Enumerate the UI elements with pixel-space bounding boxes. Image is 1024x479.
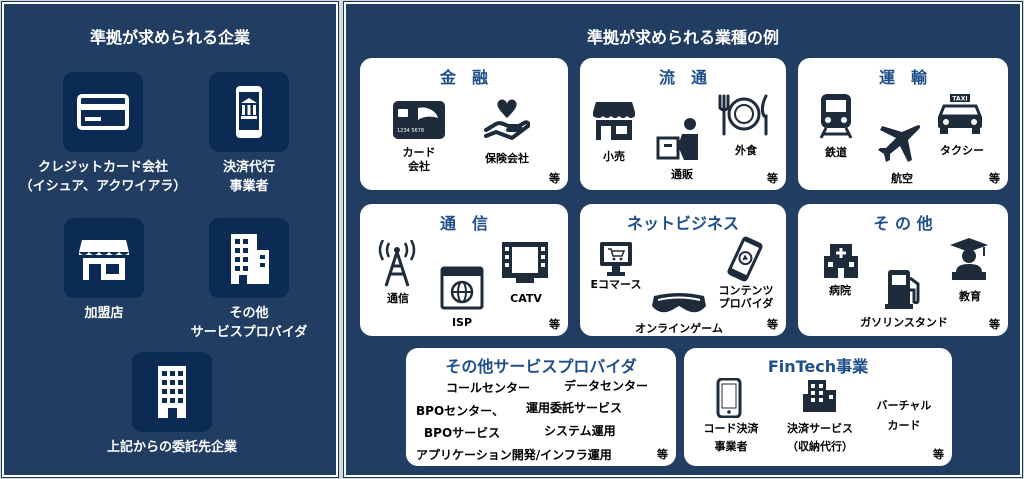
etc-label: 等 (767, 318, 778, 331)
entity-other-service-provider: その他 サービスプロバイダ (164, 218, 334, 342)
industry-panel-title: 準拠が求められる業種の例 (586, 28, 779, 47)
entity-merchant: 加盟店 (44, 218, 164, 323)
etc-label: 等 (549, 172, 560, 185)
item-bpo-center: BPOセンター、 (416, 404, 505, 418)
catv-television-icon (502, 242, 548, 283)
etc-label: 等 (989, 318, 1000, 331)
item-isp: ISP (451, 316, 473, 329)
etc-label: 等 (657, 448, 668, 461)
card-title: FinTech事業 (767, 357, 869, 376)
card-number-text: 1234 5678 (397, 128, 424, 134)
etc-label: 等 (933, 448, 944, 461)
entity-credit-card-company: クレジットカード会社 （イシュア、アクワイアラ） (14, 72, 192, 196)
content-smartphone-play-icon (727, 236, 763, 282)
card-transport: 運 輸 鉄道 航空 TAXI タクシー 等 (798, 58, 1008, 190)
card-title: その他サービスプロバイダ (445, 357, 637, 376)
item-gas-station: ガソリンスタンド (860, 316, 948, 329)
isp-browser-globe-icon (440, 266, 484, 310)
item-card-company: カード 会社 (402, 146, 436, 173)
item-code-payment: コード決済 事業者 (703, 422, 759, 453)
item-data-center: データセンター (564, 379, 649, 393)
train-icon (819, 94, 853, 139)
entity-label: その他 サービスプロバイダ (190, 306, 308, 340)
card-title: 通 信 (439, 214, 488, 233)
store-icon (64, 218, 144, 298)
item-content-provider: コンテンツ プロバイダ (718, 284, 774, 310)
item-education: 教育 (959, 290, 981, 303)
dining-icon (718, 94, 768, 136)
ecommerce-monitor-cart-icon (600, 242, 632, 276)
item-catv: CATV (510, 292, 542, 305)
entity-label: 決済代行 事業者 (222, 160, 275, 194)
card-title: 金 融 (439, 68, 488, 87)
etc-label: 等 (549, 318, 560, 331)
item-hospital: 病院 (829, 284, 851, 297)
entity-label: クレジットカード会社 （イシュア、アクワイアラ） (19, 160, 187, 194)
office-building-icon (803, 380, 836, 412)
item-online-game: オンラインゲーム (635, 322, 723, 335)
antenna-tower-icon (378, 240, 416, 287)
entity-label: 加盟店 (84, 306, 124, 321)
industry-examples-panel: 準拠が求められる業種の例 金 融 1234 5678 カード 会社 保険会社 等… (343, 1, 1023, 478)
item-system-operations: システム運用 (544, 424, 616, 438)
item-bpo-service: BPOサービス (424, 426, 501, 440)
item-call-center: コールセンター (446, 381, 531, 395)
item-app-dev-infra: アプリケーション開発/インフラ運用 (416, 448, 612, 462)
card-distribution: 流 通 小売 通販 外食 等 (580, 58, 786, 190)
item-ecommerce: Eコマース (590, 278, 642, 291)
credit-card-icon (63, 72, 143, 152)
card-title: 運 輸 (878, 68, 927, 87)
graduate-education-icon (950, 238, 988, 280)
item-retail: 小売 (603, 150, 625, 163)
insurance-hand-heart-icon (484, 99, 530, 140)
smartphone-icon (716, 378, 742, 418)
entity-payment-agent: 決済代行 事業者 (189, 72, 309, 196)
item-outsourced-operations: 運用委託サービス (526, 401, 623, 415)
card-title: ネットビジネス (626, 214, 739, 233)
airplane-icon (878, 125, 921, 162)
item-mail-order: 通販 (671, 168, 693, 181)
smartphone-bank-icon (209, 72, 289, 152)
delivery-person-icon (656, 118, 698, 160)
tall-building-icon (132, 352, 212, 432)
card-others: そ の 他 病院 ガソリンスタンド 教育 等 (798, 204, 1008, 336)
card-title: そ の 他 (873, 214, 933, 233)
etc-label: 等 (989, 172, 1000, 185)
card-other-service-providers: その他サービスプロバイダ コールセンター データセンター BPOセンター、 運用… (406, 348, 676, 466)
item-insurance: 保険会社 (485, 152, 529, 165)
item-aviation: 航空 (891, 172, 913, 185)
gas-station-icon (885, 270, 920, 309)
office-building-icon (209, 218, 289, 298)
taxi-icon: TAXI (937, 94, 983, 134)
item-taxi: タクシー (940, 144, 984, 157)
entity-label: 上記からの委託先企業 (106, 440, 237, 455)
vr-headset-icon (652, 293, 706, 313)
card-finance: 金 融 1234 5678 カード 会社 保険会社 等 (360, 58, 568, 190)
credit-card-icon: 1234 5678 (393, 101, 445, 139)
card-title: 流 通 (658, 68, 707, 87)
taxi-sign-text: TAXI (952, 96, 967, 103)
compliance-companies-panel: 準拠が求められる企業 クレジットカード会社 （イシュア、アクワイアラ） 決済代行… (1, 1, 339, 478)
companies-panel-title: 準拠が求められる企業 (89, 28, 250, 47)
card-net-business: ネットビジネス Eコマース オンラインゲーム コンテンツ プロバイダ 等 (580, 204, 786, 336)
item-virtual-card: バーチャル カード (876, 399, 932, 432)
card-fintech: FinTech事業 コード決済 事業者 決済サービス （収納代行） バーチャル … (684, 348, 952, 466)
card-telecom: 通 信 通信 ISP CATV 等 (360, 204, 568, 336)
item-telecom: 通信 (387, 292, 409, 305)
item-dining: 外食 (735, 144, 757, 157)
item-payment-service: 決済サービス （収納代行） (787, 422, 853, 453)
store-icon (593, 102, 635, 140)
etc-label: 等 (767, 172, 778, 185)
item-railway: 鉄道 (825, 146, 847, 159)
hospital-icon (824, 244, 858, 278)
entity-subcontractor: 上記からの委託先企業 (72, 352, 272, 457)
